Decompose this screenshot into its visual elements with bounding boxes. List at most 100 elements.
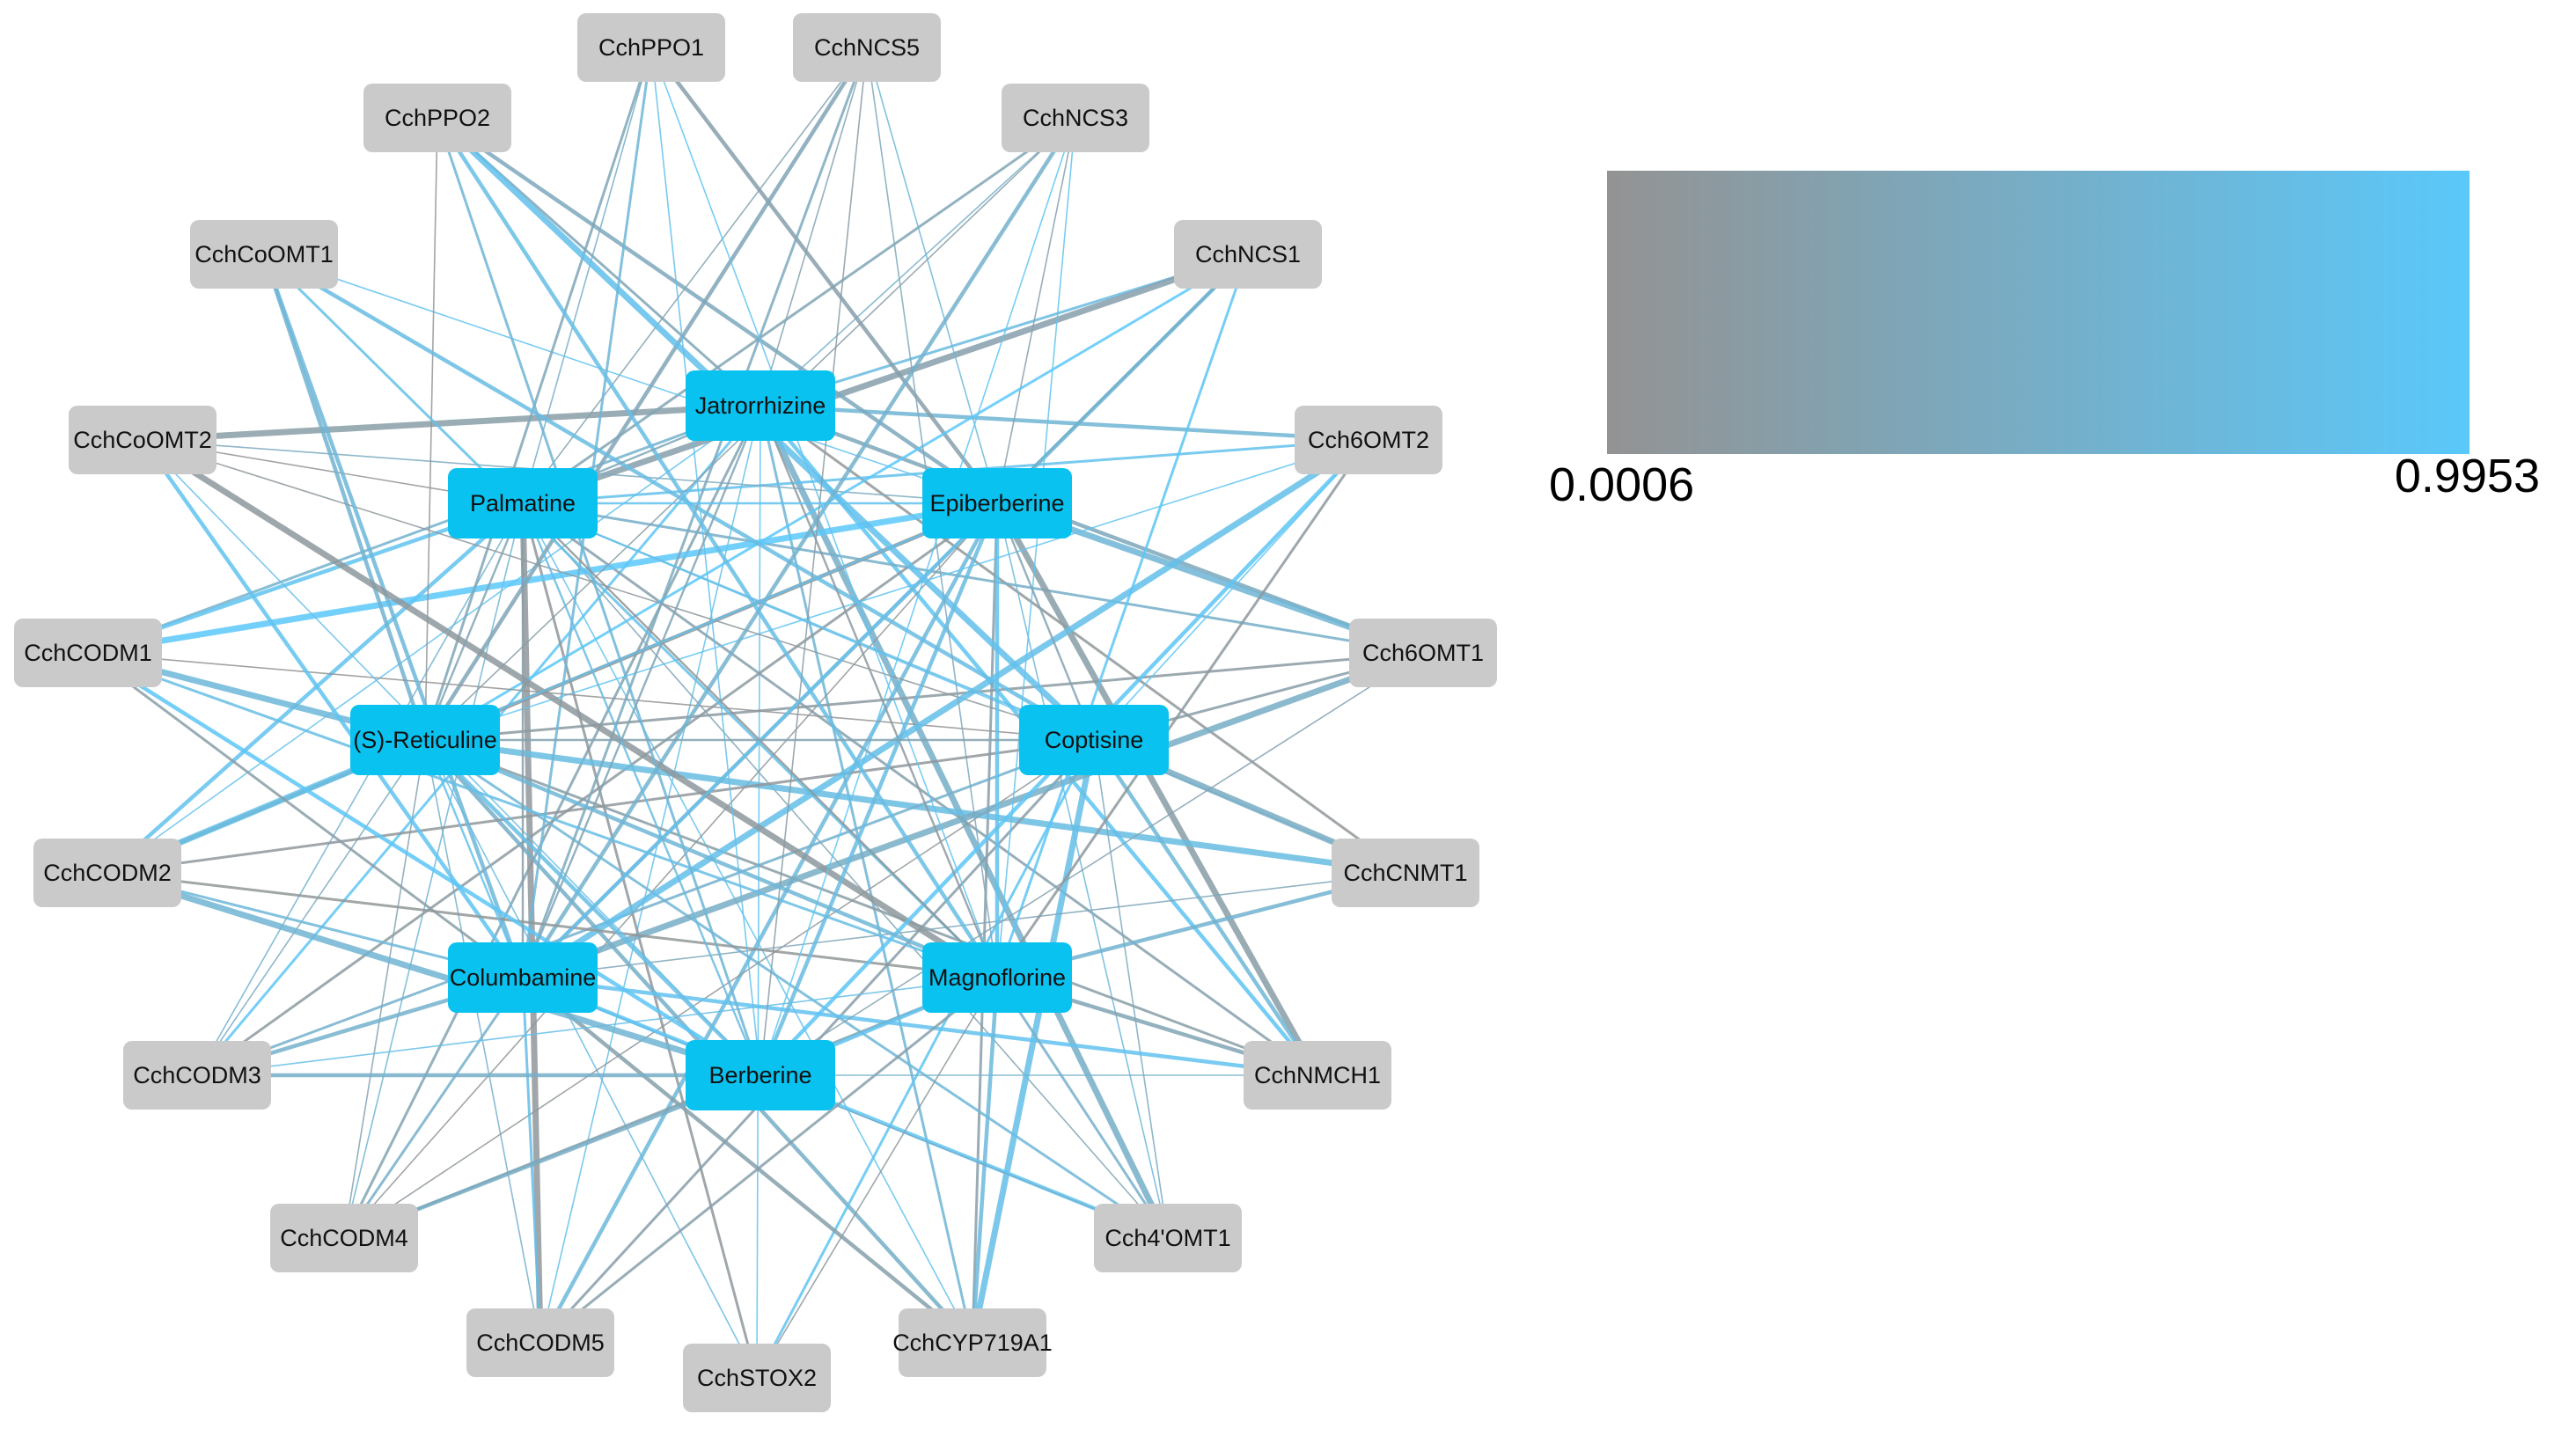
gene-node-box	[270, 1204, 418, 1272]
edge-Magnoflorine-CchCODM2	[106, 871, 998, 979]
edge-Columbamine-CchNMCH1	[522, 975, 1318, 1078]
edge-Magnoflorine-CchNCS1	[995, 253, 1250, 978]
edge-Columbamine-Cch6OMT1	[521, 649, 1425, 981]
gene-node-label: CchNCS5	[814, 34, 920, 61]
metabolite-node-label: Coptisine	[1045, 727, 1144, 753]
edge-Berberine-CchNCS5	[760, 47, 868, 1076]
metabolite-node-label: Berberine	[708, 1062, 811, 1088]
edge-Epiberberine-CchNCS3	[996, 117, 1076, 504]
edge-Columbamine-CchCODM4	[342, 977, 525, 1239]
edge-(S)-Reticuline-Cch6OMT2	[424, 439, 1369, 741]
gene-node-5[interactable]: Cch6OMT1	[1349, 619, 1497, 687]
gene-node-box	[190, 220, 338, 289]
gene-node-label: CchCODM3	[133, 1062, 261, 1088]
edge-Jatrorrhizine-CchCNMT1	[760, 404, 1406, 875]
edge-Palmatine-Berberine	[521, 502, 762, 1076]
edge-(S)-Reticuline-CchCoOMT1	[261, 253, 428, 741]
gene-node-13[interactable]: CchCODM3	[123, 1041, 271, 1110]
gene-node-17[interactable]: CchCoOMT1	[190, 220, 338, 289]
metabolite-node-label: Palmatine	[470, 490, 576, 517]
gene-node-16[interactable]: CchCoOMT2	[69, 406, 217, 474]
edge-(S)-Reticuline-CchNMCH1	[424, 738, 1318, 1077]
edge-Epiberberine-CchPPO2	[436, 116, 999, 505]
gene-node-box	[1002, 84, 1149, 152]
gene-node-label: CchPPO1	[598, 34, 704, 61]
gene-node-box	[899, 1308, 1046, 1377]
edge-(S)-Reticuline-Magnoflorine	[424, 737, 998, 980]
gene-node-4[interactable]: Cch6OMT2	[1295, 406, 1442, 474]
edge-Epiberberine-Coptisine	[995, 502, 1096, 741]
edge-Magnoflorine-CchPPO2	[436, 116, 999, 979]
gene-node-label: Cch6OMT2	[1308, 427, 1429, 453]
edge-Palmatine-CchCODM3	[196, 502, 524, 1076]
edge-Jatrorrhizine-CchNCS3	[760, 117, 1076, 407]
edge-Palmatine-CchNCS5	[522, 47, 868, 504]
gene-node-label: CchCNMT1	[1343, 860, 1467, 886]
gene-node-label: Cch6OMT1	[1362, 640, 1484, 666]
gene-node-0[interactable]: CchPPO1	[577, 13, 725, 82]
edge-(S)-Reticuline-Berberine	[423, 738, 762, 1077]
gene-node-box	[1094, 1204, 1242, 1272]
metabolite-node-box	[686, 1040, 835, 1110]
metabolite-node-3[interactable]: (S)-Reticuline	[350, 705, 500, 775]
metabolite-node-6[interactable]: Magnoflorine	[922, 942, 1072, 1013]
gene-node-7[interactable]: CchNMCH1	[1244, 1041, 1391, 1110]
edge-(S)-Reticuline-CchCODM4	[343, 739, 426, 1239]
edge-Berberine-CchCODM1	[86, 651, 762, 1077]
gene-node-1[interactable]: CchNCS5	[793, 13, 941, 82]
edge-Epiberberine-(S)-Reticuline	[424, 502, 998, 742]
edge-Magnoflorine-CchCoOMT1	[262, 253, 999, 979]
gene-node-10[interactable]: CchSTOX2	[683, 1344, 831, 1412]
edge-Palmatine-CchSTOX2	[521, 502, 759, 1379]
gene-node-box	[1295, 406, 1442, 474]
edge-Jatrorrhizine-CchCODM2	[106, 405, 761, 874]
edge-Coptisine-CchCoOMT2	[142, 439, 1095, 741]
gene-node-box	[1174, 220, 1322, 289]
edge-Jatrorrhizine-CchCODM5	[539, 405, 761, 1344]
gene-node-2[interactable]: CchNCS3	[1002, 84, 1149, 152]
gene-node-15[interactable]: CchCODM1	[14, 619, 162, 687]
metabolite-node-7[interactable]: Berberine	[686, 1040, 835, 1110]
edge-Epiberberine-CchCODM5	[539, 502, 999, 1344]
color-scale-legend: 0.0006 0.9953	[1549, 171, 2540, 509]
metabolite-node-box	[1019, 705, 1169, 775]
gene-node-8[interactable]: Cch4'OMT1	[1094, 1204, 1242, 1272]
gene-node-18[interactable]: CchPPO2	[363, 84, 511, 152]
edge-Berberine-CchPPO2	[436, 117, 762, 1076]
metabolite-node-box	[448, 942, 598, 1013]
gene-node-12[interactable]: CchCODM4	[270, 1204, 418, 1272]
metabolite-node-4[interactable]: Coptisine	[1019, 705, 1169, 775]
gene-node-14[interactable]: CchCODM2	[33, 839, 181, 907]
gene-node-3[interactable]: CchNCS1	[1174, 220, 1322, 289]
metabolite-node-0[interactable]: Jatrorrhizine	[686, 370, 835, 441]
edge-Columbamine-CchCoOMT1	[261, 253, 525, 978]
edge-Palmatine-CchPPO1	[522, 47, 652, 504]
edge-Berberine-CchCODM2	[106, 869, 762, 1079]
edge-(S)-Reticuline-CchPPO1	[423, 47, 653, 741]
metabolite-node-5[interactable]: Columbamine	[448, 942, 598, 1013]
gene-node-label: CchCoOMT1	[194, 241, 334, 267]
gene-node-box	[1349, 619, 1497, 687]
metabolite-node-label: Epiberberine	[929, 490, 1064, 517]
gene-node-box	[466, 1308, 614, 1377]
gene-node-label: CchNMCH1	[1254, 1062, 1381, 1088]
gene-node-label: CchPPO2	[385, 105, 490, 131]
gene-node-box	[14, 619, 162, 687]
scale-max-label: 0.9953	[2394, 450, 2540, 502]
metabolite-node-1[interactable]: Palmatine	[448, 468, 598, 538]
metabolite-node-2[interactable]: Epiberberine	[922, 468, 1072, 538]
edge-Magnoflorine-CchCODM5	[539, 976, 998, 1344]
gene-node-11[interactable]: CchCODM5	[466, 1308, 614, 1377]
edge-Columbamine-CchCODM5	[521, 977, 542, 1344]
gene-node-9[interactable]: CchCYP719A1	[892, 1308, 1053, 1377]
gene-node-6[interactable]: CchCNMT1	[1332, 839, 1479, 907]
edge-Palmatine-CchCYP719A1	[522, 502, 973, 1344]
gene-node-label: CchCODM2	[43, 860, 172, 886]
edge-Magnoflorine-CchPPO1	[650, 47, 998, 978]
gene-node-label: CchSTOX2	[697, 1365, 817, 1391]
edge-Coptisine-CchCODM2	[106, 738, 1095, 875]
edge-(S)-Reticuline-CchNCS5	[423, 46, 869, 742]
edge-Magnoflorine-CchSTOX2	[756, 977, 998, 1379]
gene-node-box	[577, 13, 725, 82]
edge-Magnoflorine-Cch4'OMT1	[995, 977, 1170, 1239]
